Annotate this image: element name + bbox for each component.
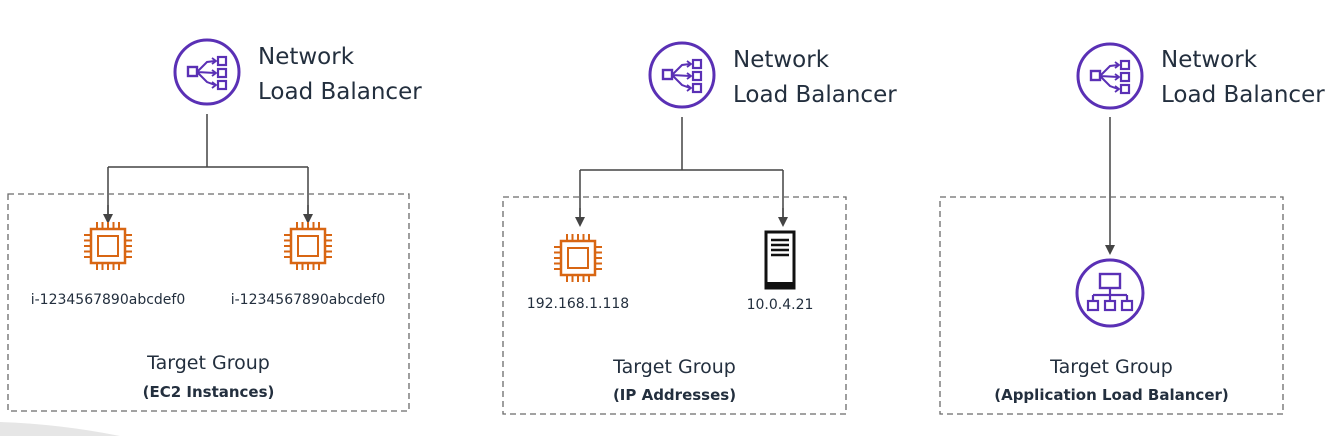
application-load-balancer-icon [1075,258,1145,328]
target-label: 192.168.1.118 [526,296,630,312]
target-group-title: Target Group [147,352,270,374]
panel-application-load-balancer [939,42,1284,415]
nlb-label: Network Load Balancer [733,43,897,113]
nlb-label: Network Load Balancer [1161,43,1325,113]
nlb-label-line1: Network [1161,47,1258,73]
ec2-instance-icon [552,232,604,284]
nlb-label-line2: Load Balancer [258,79,422,105]
target-group-subtitle: (IP Addresses) [612,386,737,404]
target-label: i-1234567890abcdef0 [230,292,386,308]
target-label: i-1234567890abcdef0 [30,292,186,308]
target-group-subtitle: (EC2 Instances) [142,383,275,401]
target-group-title: Target Group [613,356,736,378]
nlb-label-line2: Load Balancer [733,82,897,108]
nlb-label-line2: Load Balancer [1161,82,1325,108]
nlb-label-line1: Network [258,44,355,70]
connector-lines [107,114,309,217]
corner-shadow [0,422,120,436]
target-group-box [7,193,410,412]
nlb-label-line1: Network [733,47,830,73]
server-icon [764,230,796,290]
network-load-balancer-icon [1076,42,1144,110]
network-load-balancer-icon [173,38,241,106]
target-label: 10.0.4.21 [746,297,814,313]
target-group-box [939,196,1284,415]
network-load-balancer-icon [648,41,716,109]
panel-ec2-instances [7,38,410,412]
connector-lines [579,117,784,220]
target-group-box [502,196,847,415]
nlb-label: Network Load Balancer [258,40,422,110]
panel-ip-addresses [502,41,847,415]
ec2-instance-icon [282,220,334,272]
target-group-title: Target Group [1050,356,1173,378]
ec2-instance-icon [82,220,134,272]
target-group-subtitle: (Application Load Balancer) [994,386,1229,404]
